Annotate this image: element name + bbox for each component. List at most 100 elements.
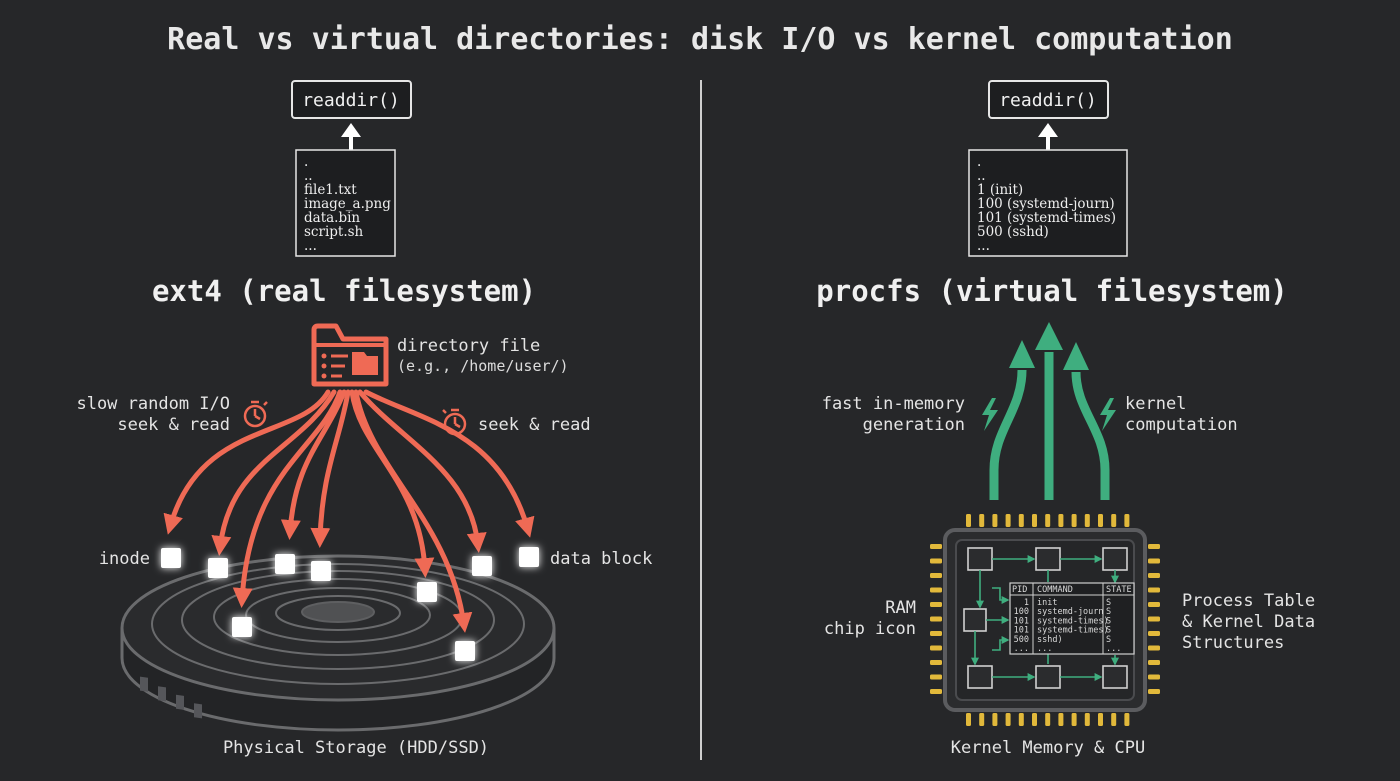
seek-read-label: seek & read (478, 415, 591, 435)
right-entry-4: 101 (systemd-times) (977, 210, 1116, 226)
chip-pin (1018, 514, 1024, 527)
chip-pin (1124, 514, 1130, 527)
block (275, 554, 295, 574)
right-up-arrowhead (1038, 123, 1058, 137)
chip-pin (966, 514, 971, 527)
chip-pin (992, 514, 998, 527)
chip-pin (979, 713, 985, 726)
right-panel: readdir() . .. 1 (init) 100 (systemd-jou… (816, 80, 1315, 758)
table-cell: S (1106, 635, 1111, 645)
chip-pin (1148, 660, 1160, 665)
left-readdir-label: readdir() (302, 90, 400, 111)
table-cell: S (1106, 598, 1111, 608)
ram-label-line1: RAM (885, 598, 916, 618)
chip-pin (930, 674, 942, 680)
io-arrow (363, 389, 535, 538)
chip-pin (1045, 713, 1051, 726)
block (232, 617, 252, 637)
process-label-line1: Process Table (1182, 591, 1315, 611)
left-entry-1: .. (304, 168, 313, 184)
table-cell: 101 (1014, 626, 1029, 636)
chip-pin (930, 660, 942, 665)
chip-pin (1005, 514, 1011, 527)
io-arrow (232, 389, 343, 608)
folder-label-line1: directory file (397, 336, 540, 356)
memory-label: Kernel Memory & CPU (951, 738, 1145, 758)
table-cell: ... (1106, 644, 1121, 654)
chip-pin (1098, 713, 1103, 726)
chip-pin (1058, 514, 1064, 527)
chip-pin (1005, 713, 1011, 726)
table-cell: ... (1014, 644, 1029, 654)
table-header: STATE (1106, 585, 1132, 595)
io-arrow (357, 389, 487, 553)
chip-pin (992, 713, 998, 726)
chip-pin (1071, 713, 1077, 726)
chip-pins (930, 514, 1160, 726)
block-data (519, 547, 539, 567)
fast-gen-label-line2: generation (863, 415, 965, 435)
chip-pin (930, 544, 942, 549)
right-heading: procfs (virtual filesystem) (816, 274, 1287, 308)
chip-pin (1058, 713, 1064, 726)
chip-pin (1148, 573, 1160, 578)
left-listing-box (295, 149, 396, 257)
page-title: Real vs virtual directories: disk I/O vs… (167, 22, 1233, 57)
folder-label-line2: (e.g., /home/user/) (397, 357, 569, 375)
left-readdir-box (291, 80, 412, 119)
chip-pin (1084, 713, 1090, 726)
stopwatch-icon-left (243, 400, 268, 428)
chip-pin (1148, 689, 1160, 694)
chip-pin (1148, 674, 1160, 680)
block (311, 561, 331, 581)
io-arrows (163, 389, 535, 633)
chip-pin (1124, 713, 1130, 726)
chip-pin (930, 573, 942, 578)
right-readdir-box (988, 80, 1109, 119)
right-listing-box (968, 149, 1128, 257)
lightning-icon-right (1100, 398, 1116, 431)
table-cell: systemd-times) (1037, 626, 1109, 636)
table-cell: systemd-journ (1037, 607, 1104, 617)
io-arrow (353, 389, 473, 633)
chip-pin (930, 631, 942, 636)
table-cell: 101 (1014, 616, 1029, 626)
storage-blocks (161, 547, 539, 661)
left-heading: ext4 (real filesystem) (152, 274, 536, 308)
chip-pin (1084, 514, 1090, 527)
block (455, 641, 475, 661)
table-cell: 100 (1014, 607, 1029, 617)
io-arrow (163, 389, 331, 535)
storage-label: Physical Storage (HDD/SSD) (223, 738, 489, 758)
io-arrow (211, 389, 337, 556)
left-entry-4: data.bin (304, 210, 360, 226)
slow-io-label-line2: seek & read (117, 415, 230, 435)
block (417, 582, 437, 602)
data-block-label: data block (550, 549, 652, 569)
chip-pin (1148, 587, 1160, 593)
table-cell: ... (1037, 644, 1052, 654)
left-listing-entries: . .. file1.txt image_a.png data.bin scri… (304, 154, 391, 254)
table-cell: S (1106, 626, 1111, 636)
chip-pin (930, 645, 942, 651)
right-readdir-label: readdir() (999, 90, 1097, 111)
kernel-comp-label-line2: computation (1125, 415, 1238, 435)
ram-label-line2: chip icon (824, 619, 916, 639)
chip-connectors (971, 555, 1119, 681)
left-entry-0: . (304, 154, 308, 170)
chip-pin (930, 587, 942, 593)
chip-pin (1032, 713, 1037, 726)
chip-pin (1148, 631, 1160, 636)
right-entry-6: ... (977, 238, 990, 254)
chip-pin (1018, 713, 1024, 726)
block (472, 556, 492, 576)
chip-pin (966, 713, 971, 726)
fast-gen-label-line1: fast in-memory (822, 394, 965, 414)
table-cell: S (1106, 607, 1111, 617)
right-entry-2: 1 (init) (977, 182, 1023, 198)
table-cell: sshd) (1037, 635, 1063, 645)
left-panel: readdir() . .. file1.txt image_a.png dat… (76, 80, 652, 758)
chip-pin (930, 602, 942, 607)
left-entry-5: script.sh (304, 224, 364, 240)
chip-pin (1148, 602, 1160, 607)
